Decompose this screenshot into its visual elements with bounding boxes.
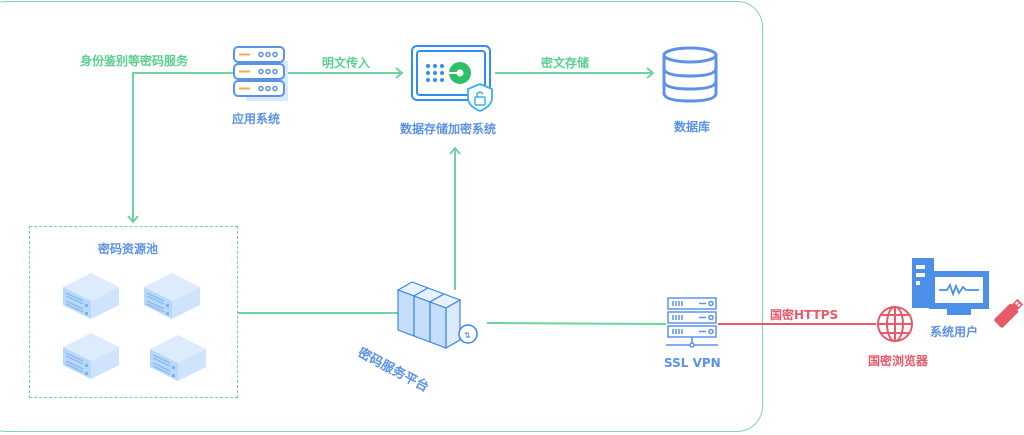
edge-label-https: 国密HTTPS bbox=[770, 308, 839, 322]
globe-icon bbox=[877, 306, 913, 342]
safe-box-lock-icon bbox=[411, 45, 493, 112]
guomi-browser-node[interactable] bbox=[876, 305, 916, 349]
arrowhead-db bbox=[646, 67, 655, 79]
database-icon bbox=[662, 46, 718, 103]
guomi-browser-label: 国密浏览器 bbox=[868, 354, 929, 368]
arrowhead-up bbox=[449, 146, 461, 155]
crypto-platform-node[interactable]: ⇅ bbox=[396, 276, 496, 360]
server-box-icon bbox=[62, 272, 120, 320]
server-stack-icon bbox=[233, 46, 288, 101]
app-system-label: 应用系统 bbox=[232, 112, 281, 126]
edge-app-to-pool bbox=[132, 72, 233, 222]
server-box-icon bbox=[62, 332, 120, 380]
ssl-vpn-label: SSL VPN bbox=[664, 356, 721, 370]
arrowhead-encrypt bbox=[395, 67, 404, 79]
system-user-label: 系统用户 bbox=[930, 325, 979, 339]
database-node[interactable] bbox=[660, 45, 720, 109]
edge-label-identity: 身份鉴别等密码服务 bbox=[80, 54, 189, 68]
system-user-node[interactable] bbox=[911, 257, 991, 321]
edge-platform-to-vpn bbox=[486, 322, 667, 325]
server-box-icon bbox=[143, 272, 201, 320]
usb-key[interactable] bbox=[994, 295, 1024, 335]
arrowhead-pool bbox=[127, 215, 139, 224]
resource-pool-label: 密码资源池 bbox=[98, 242, 159, 256]
usb-key-icon bbox=[994, 298, 1024, 328]
desktop-computer-icon bbox=[912, 258, 989, 315]
resource-pool-servers bbox=[62, 272, 207, 382]
edge-label-plaintext: 明文传入 bbox=[322, 56, 371, 70]
data-encrypt-system-node[interactable] bbox=[410, 44, 500, 116]
edge-label-ciphertext: 密文存储 bbox=[541, 56, 590, 70]
platform-boundary bbox=[0, 1, 763, 432]
data-encrypt-system-label: 数据存储加密系统 bbox=[400, 122, 497, 136]
crypto-resource-pool[interactable] bbox=[29, 226, 238, 398]
server-box-icon bbox=[149, 334, 207, 382]
svg-text:⇅: ⇅ bbox=[464, 331, 471, 340]
server-cabinet-icon: ⇅ bbox=[396, 281, 478, 350]
ssl-vpn-node[interactable] bbox=[665, 297, 721, 361]
vpn-server-icon bbox=[666, 297, 718, 348]
database-label: 数据库 bbox=[674, 120, 711, 134]
app-system-node[interactable] bbox=[233, 45, 289, 105]
